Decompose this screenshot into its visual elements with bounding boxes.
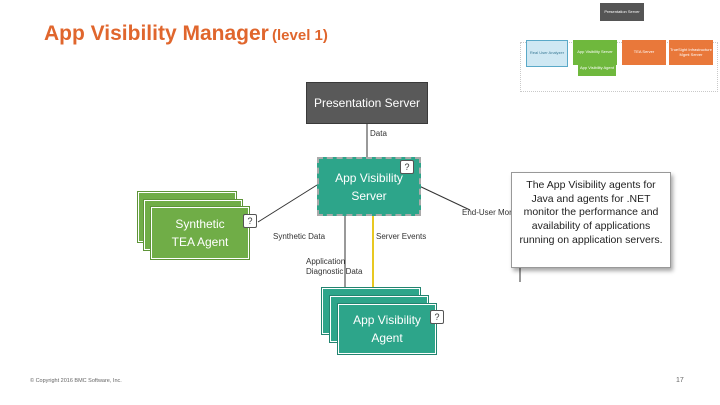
question-mark-icon: ? xyxy=(430,310,444,324)
agent-label-line1: App Visibility xyxy=(353,313,421,327)
app-visibility-agent-box: App Visibility Agent xyxy=(338,304,436,354)
mini-box-tea: TEA Server xyxy=(622,40,666,65)
app-diagnostic-line2: Diagnostic Data xyxy=(306,267,363,277)
app-diagnostic-label: Application Diagnostic Data xyxy=(306,257,362,278)
end-user-label: End-User Mon xyxy=(462,208,514,217)
page-title: App Visibility Manager xyxy=(44,22,269,45)
presentation-server-box: Presentation Server xyxy=(306,82,428,124)
synthetic-tea-agent-box: Synthetic TEA Agent xyxy=(151,207,249,259)
agent-info-callout: The App Visibility agents for Java and a… xyxy=(511,172,671,268)
question-mark-icon: ? xyxy=(400,160,414,174)
data-label: Data xyxy=(370,129,387,138)
avs-label-line1: App Visibility xyxy=(335,170,403,185)
mini-box-tsim: TrueSight Infrastructure Mgmt Server xyxy=(669,40,713,65)
mini-diagram-frame xyxy=(520,42,718,92)
page-number: 17 xyxy=(676,377,684,384)
connector-avs-enduser xyxy=(416,184,471,211)
mini-presentation-server: Presentation Server xyxy=(600,3,644,21)
mini-box-real-user: Real User Analyzer xyxy=(526,40,568,67)
page-title-level: (level 1) xyxy=(272,27,328,44)
avs-label-line2: Server xyxy=(351,188,387,203)
connector-avs-tea xyxy=(257,184,318,223)
mini-box-agent: App Visibility Agent xyxy=(578,60,616,76)
server-events-label: Server Events xyxy=(376,232,427,241)
copyright-footer: © Copyright 2016 BMC Software, Inc. xyxy=(30,378,122,384)
app-visibility-server-box: App Visibility Server xyxy=(317,157,421,216)
question-mark-icon: ? xyxy=(243,214,257,228)
agent-label-line2: Agent xyxy=(371,331,403,345)
synthetic-data-label: Synthetic Data xyxy=(273,232,326,241)
app-diagnostic-line1: Application xyxy=(306,257,346,266)
tea-label-line2: TEA Agent xyxy=(171,235,229,249)
tea-label-line1: Synthetic xyxy=(175,217,225,231)
